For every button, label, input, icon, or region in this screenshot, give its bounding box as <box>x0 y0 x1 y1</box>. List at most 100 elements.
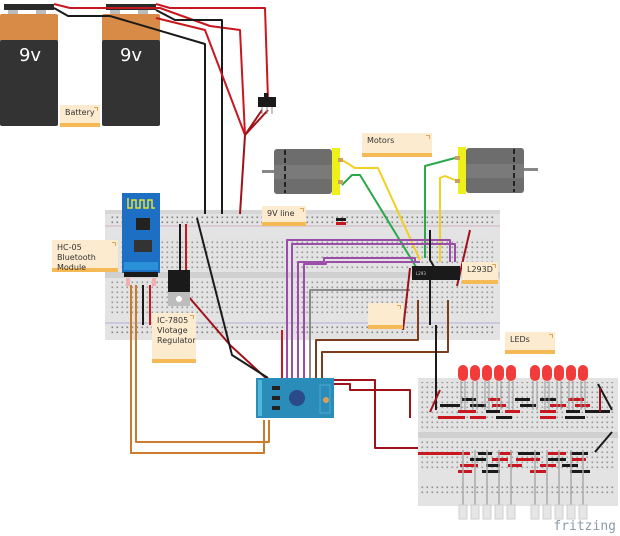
note-blank[interactable] <box>368 303 403 329</box>
jumper-wire <box>540 464 556 467</box>
jumper-wire <box>496 416 512 419</box>
led <box>470 365 480 410</box>
note-l293d[interactable]: L293D <box>462 262 498 284</box>
jumper-wire <box>566 410 580 413</box>
wire-brown-2 <box>321 300 449 380</box>
jumper-wire <box>540 410 556 413</box>
motor-right <box>455 147 538 194</box>
wire-battery2-red <box>155 3 269 101</box>
jumper-wire <box>540 416 556 419</box>
led-resistor <box>458 450 468 520</box>
led-resistor <box>482 450 492 520</box>
battery-1 <box>0 4 58 126</box>
battery-1-label: 9v <box>18 45 42 66</box>
led-resistor <box>506 450 516 520</box>
jumper-wire <box>505 410 520 413</box>
led-breadboard-jumpers <box>418 398 610 473</box>
jumper-wire <box>540 398 556 401</box>
jumper-wire <box>478 452 492 455</box>
wire-arduino-led-red-1 <box>330 379 418 449</box>
wire-gnd-to-arduino-black <box>196 217 269 379</box>
led <box>494 365 504 410</box>
wire-battery1-black <box>53 7 110 17</box>
led <box>482 365 492 410</box>
jumper-wire <box>515 398 530 401</box>
wire-motor-left-yellow <box>341 159 421 261</box>
wire-motor-left-green <box>341 174 425 281</box>
jumper-wire <box>530 470 546 473</box>
wire-purple-1 <box>286 239 451 380</box>
wire-motor-right-yellow <box>439 175 456 262</box>
led-resistor <box>578 450 588 520</box>
led-resistor <box>470 450 480 520</box>
led <box>506 365 516 410</box>
led-array <box>458 365 588 520</box>
battery-2 <box>102 4 160 126</box>
jumper-wire <box>548 458 566 461</box>
led-resistor <box>566 450 576 520</box>
wire-battery2-red-2 <box>155 17 246 136</box>
led <box>458 365 468 410</box>
wire-purple-2 <box>291 243 456 380</box>
jumper-wire <box>470 458 486 461</box>
arduino-pro-mini <box>256 378 334 418</box>
jumper-wire <box>460 464 478 467</box>
jumper-wire <box>585 410 610 413</box>
slide-switch[interactable] <box>258 93 276 114</box>
wire-arduino-led-red-2 <box>322 383 411 418</box>
jumper-wire <box>492 404 506 407</box>
l293d-marking: L293 <box>416 271 426 276</box>
jumper-wire <box>570 470 590 473</box>
led-resistor <box>494 450 504 520</box>
jumper-wire <box>418 452 470 455</box>
led-breadboard <box>418 378 618 506</box>
wire-battery1-red <box>53 3 246 136</box>
wire-battery2-black <box>155 9 223 214</box>
l293d-chip: L293 <box>412 266 460 280</box>
jumper-wire <box>516 458 540 461</box>
note-battery[interactable]: Battery <box>60 105 100 127</box>
jumper-wire <box>550 404 566 407</box>
led <box>566 365 576 410</box>
jumper-wire <box>498 452 512 455</box>
wire-brown-1 <box>315 300 419 380</box>
jumper-wire <box>570 452 588 455</box>
jumper-wire <box>462 398 476 401</box>
jumper-wire <box>572 458 586 461</box>
led-resistor <box>542 450 552 520</box>
wire-bt-orange-1 <box>130 285 265 454</box>
wire-gray <box>309 289 410 380</box>
wire-purple-4 <box>303 261 420 380</box>
wire-purple-3 <box>297 257 416 380</box>
jumper-wire <box>438 416 465 419</box>
jumper-wire <box>575 404 590 407</box>
ic-7805-regulator <box>168 270 190 306</box>
led-resistor <box>530 450 540 520</box>
wire-switch-leg <box>244 109 263 136</box>
wire-led-bb-black-diag-2 <box>594 431 613 453</box>
wire-led-bb-red-diag <box>429 389 441 413</box>
jumper-wire <box>486 410 500 413</box>
jumper-wire <box>470 404 486 407</box>
led-resistor <box>554 450 564 520</box>
jumper-wire <box>568 398 584 401</box>
jumper-wire <box>482 470 500 473</box>
note-motors[interactable]: Motors <box>362 133 432 157</box>
note-leds[interactable]: LEDs <box>505 332 555 354</box>
note-9v-line[interactable]: 9V line <box>262 206 306 226</box>
wire-bt-orange-2 <box>135 285 270 443</box>
led <box>554 365 564 410</box>
led <box>530 365 540 410</box>
wire-battery-black-to-bb <box>109 15 206 214</box>
wire-motor-right-green <box>424 157 456 258</box>
jumper-wire <box>548 452 566 455</box>
jumper-wire <box>470 416 486 419</box>
led <box>542 365 552 410</box>
jumper-wire <box>488 398 500 401</box>
jumper-wire <box>565 416 585 419</box>
jumper-wire <box>518 452 540 455</box>
jumper-wire <box>492 458 508 461</box>
